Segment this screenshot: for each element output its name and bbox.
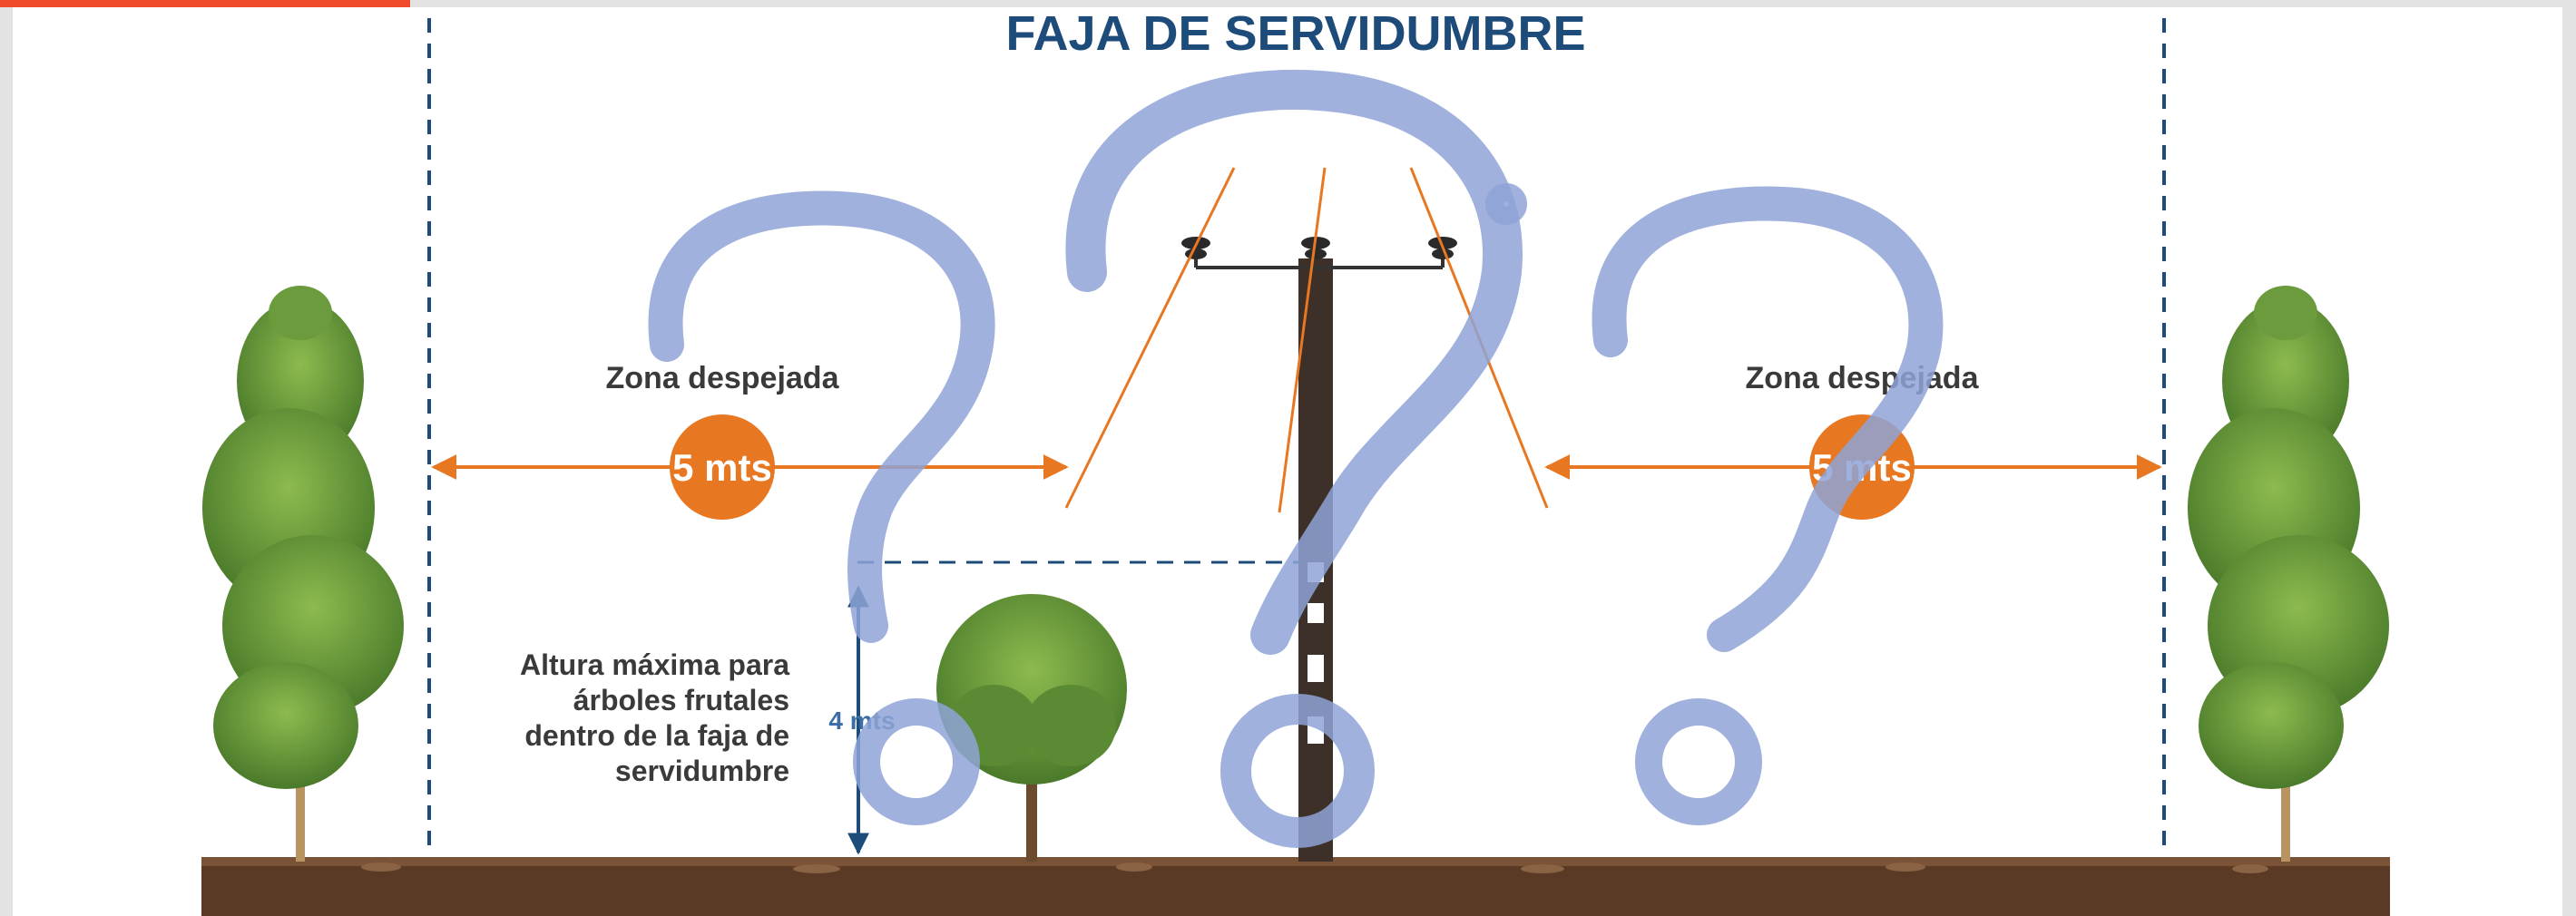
height-note: Altura máxima para árboles frutales dent… — [520, 648, 789, 787]
zone-label-right: Zona despejada — [1746, 361, 1980, 395]
question-mark-icon — [1592, 186, 1944, 825]
height-note-line: servidumbre — [615, 755, 789, 787]
height-note-line: Altura máxima para — [520, 648, 789, 681]
question-mark-overlays — [648, 70, 1944, 848]
fruit-tree-icon — [936, 594, 1127, 862]
accent-bar — [0, 0, 410, 7]
question-mark-icon — [1065, 70, 1527, 848]
page-title: FAJA DE SERVIDUMBRE — [1005, 6, 1585, 61]
tall-tree-left-icon — [202, 286, 404, 862]
distance-badge-left — [670, 414, 775, 520]
ground-soil — [201, 857, 2390, 916]
tall-tree-right-icon — [2188, 286, 2389, 862]
height-note-line: dentro de la faja de — [524, 719, 789, 752]
height-note-line: árboles frutales — [573, 684, 789, 716]
diagram-panel — [13, 7, 2562, 916]
zone-label-left: Zona despejada — [606, 361, 840, 395]
question-mark-icon — [648, 190, 995, 825]
distance-label-left: 5 mts — [672, 446, 772, 489]
